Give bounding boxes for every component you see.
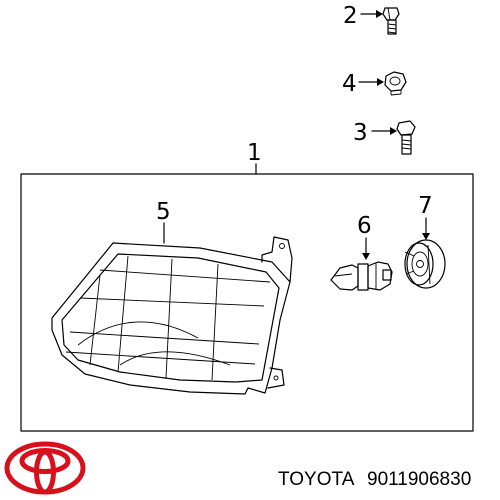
arrowhead-6 (362, 253, 370, 260)
arrowhead-7 (422, 233, 430, 240)
callout-7: 7 (418, 193, 433, 219)
arrowhead-4 (377, 78, 384, 86)
callout-2: 2 (343, 3, 358, 29)
toyota-logo (4, 441, 86, 495)
nut-icon (384, 71, 407, 96)
headlamp-icon (51, 236, 293, 395)
arrowhead-2 (376, 10, 383, 18)
footer-part-number: 9011906830 (367, 469, 471, 490)
callout-6: 6 (357, 213, 372, 239)
assembly-frame (20, 173, 474, 432)
callout-5: 5 (156, 199, 171, 225)
bulb-cap-icon (404, 239, 446, 289)
callout-1: 1 (247, 140, 262, 166)
callout-4: 4 (342, 71, 357, 97)
callout-3: 3 (353, 120, 368, 146)
screw-icon (382, 7, 400, 35)
footer-brand: TOYOTA (278, 469, 355, 490)
arrowhead-3 (390, 127, 397, 135)
bolt-icon (396, 120, 416, 155)
bulb-icon (330, 261, 393, 291)
